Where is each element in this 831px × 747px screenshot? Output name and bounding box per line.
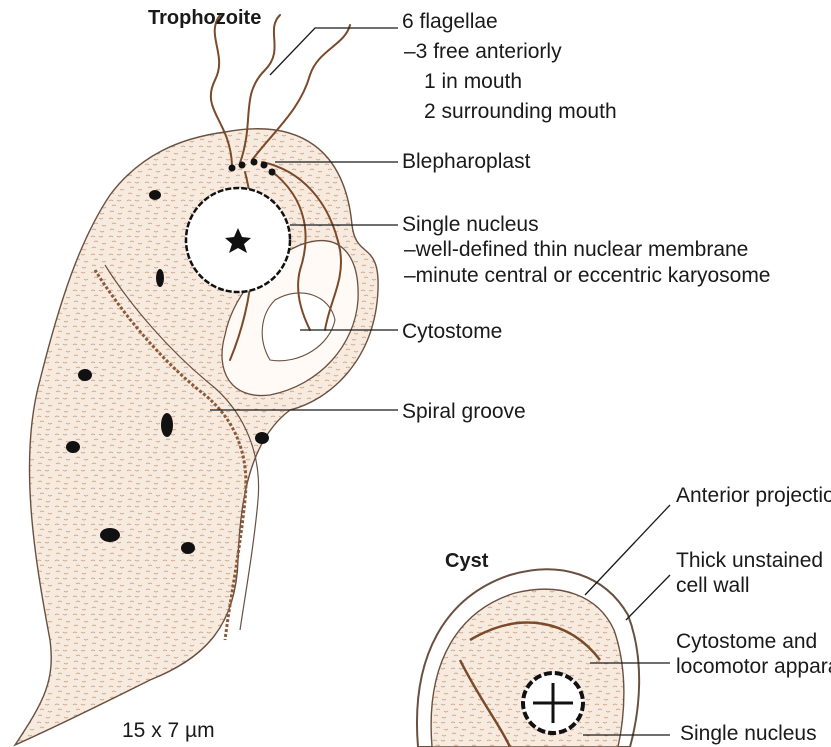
label-anterior-projection: Anterior projection <box>676 484 831 507</box>
label-cyst-nucleus: Single nucleus <box>680 722 817 745</box>
label-spiral-groove: Spiral groove <box>402 400 526 423</box>
label-cell-wall-1: Thick unstained <box>676 549 823 572</box>
label-cytostome: Cytostome <box>402 320 502 343</box>
cyst-title: Cyst <box>445 550 489 572</box>
cyst <box>417 569 639 747</box>
cyst-nucleus <box>523 673 583 733</box>
label-apparatus-2: locomotor apparatus <box>676 655 831 678</box>
label-free-anteriorly: –3 free anteriorly <box>404 40 562 63</box>
label-apparatus-1: Cytostome and <box>676 630 817 653</box>
label-single-nucleus: Single nucleus <box>402 213 539 236</box>
label-surrounding-mouth: 2 surrounding mouth <box>424 100 617 123</box>
trophozoite-title: Trophozoite <box>148 7 261 29</box>
label-in-mouth: 1 in mouth <box>424 70 522 93</box>
label-blepharoplast: Blepharoplast <box>402 150 531 173</box>
label-karyosome: –minute central or eccentric karyosome <box>404 264 771 287</box>
trophozoite-size: 15 x 7 µm <box>122 719 215 742</box>
label-cell-wall-2: cell wall <box>676 574 750 597</box>
trophozoite-nucleus <box>186 188 290 292</box>
label-flagellae: 6 flagellae <box>402 10 498 33</box>
trophozoite <box>15 15 378 745</box>
label-nuclear-membrane: –well-defined thin nuclear membrane <box>404 238 748 261</box>
